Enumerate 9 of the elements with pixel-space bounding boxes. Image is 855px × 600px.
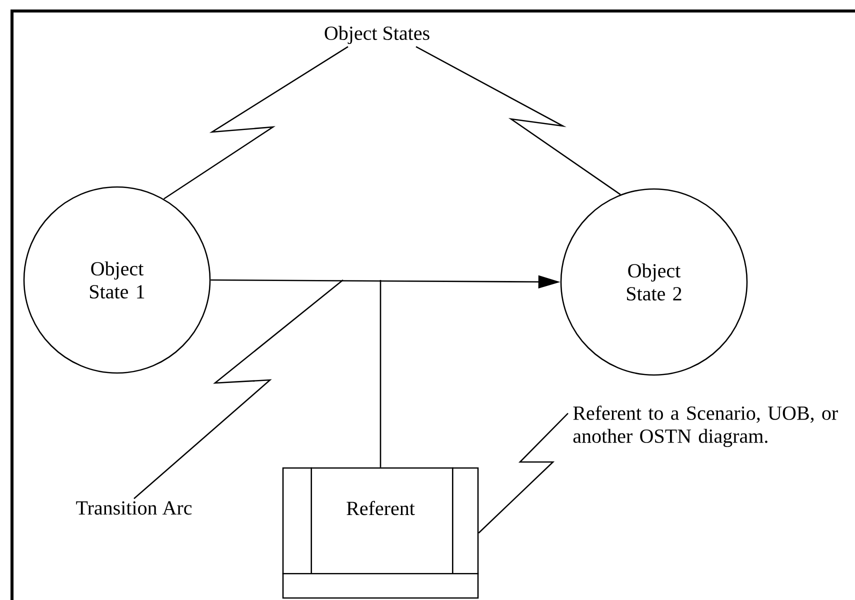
referent-box: Referent [282,467,479,599]
callout-text: Referent to a Scenario, UOB, or another OSTN diagram. [573,406,838,448]
callout-text: Transition Arc [76,501,192,515]
leader-line [163,46,348,200]
connector-line [380,280,382,468]
leader-line [478,412,568,534]
title-text: Object States [324,26,430,44]
leader-line [416,46,621,196]
leader-line [134,280,344,500]
